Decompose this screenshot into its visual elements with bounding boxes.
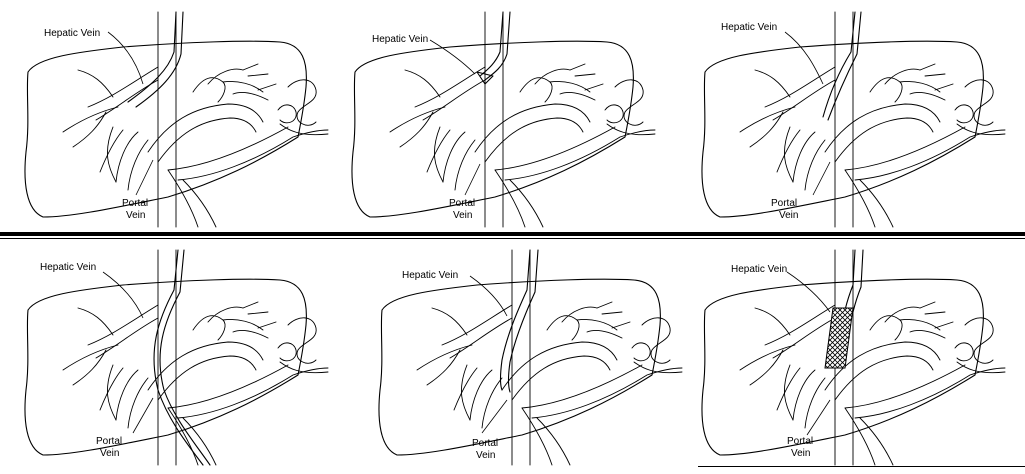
hepatic-leader — [107, 31, 144, 85]
vein-label: Vein — [126, 210, 145, 221]
vein-label: Vein — [453, 210, 472, 221]
needle-tip — [476, 71, 494, 85]
catheter — [127, 11, 177, 103]
dilation-catheter — [499, 249, 531, 391]
vein-label: Vein — [779, 210, 798, 221]
panel-5: Hepatic Vein Portal Vein — [378, 249, 683, 466]
stent — [824, 307, 854, 369]
row-divider-thin — [0, 238, 1025, 239]
hepatic-leader — [786, 271, 831, 313]
hepatic-leader — [102, 271, 144, 319]
row-divider — [0, 232, 1025, 236]
portal-label: Portal — [449, 198, 475, 209]
hepatic-leader — [469, 275, 508, 317]
catheter — [479, 11, 504, 77]
hepatic-vein-label: Hepatic Vein — [721, 22, 777, 33]
panel-6: Hepatic Vein Portal Vein — [701, 249, 1006, 466]
catheter — [822, 11, 856, 118]
portal-leader — [135, 159, 154, 196]
vein-label: Vein — [791, 448, 810, 459]
hepatic-vein-label: Hepatic Vein — [731, 264, 787, 275]
hepatic-vein-label: Hepatic Vein — [44, 28, 100, 39]
hepatic-vein-label: Hepatic Vein — [402, 270, 458, 281]
vein-label: Vein — [476, 450, 495, 461]
hepatic-leader — [784, 31, 824, 85]
portal-label: Portal — [472, 438, 498, 449]
catheter — [844, 249, 856, 311]
hepatic-leader — [429, 39, 476, 75]
portal-label: Portal — [96, 436, 122, 447]
guidewire — [153, 249, 204, 466]
portal-leader — [812, 161, 831, 196]
portal-label: Portal — [771, 198, 797, 209]
panel-1: Hepatic Vein Portal Vein — [24, 11, 329, 228]
portal-label: Portal — [122, 198, 148, 209]
portal-leader — [132, 397, 154, 434]
hepatic-vein-label: Hepatic Vein — [372, 34, 428, 45]
bottom-rule — [698, 466, 1025, 467]
portal-leader — [806, 399, 831, 436]
portal-leader — [464, 163, 481, 196]
portal-label: Portal — [787, 436, 813, 447]
portal-leader — [481, 399, 508, 434]
vein-label: Vein — [100, 448, 119, 459]
panel-2: Hepatic Vein Portal Vein — [351, 11, 656, 228]
panel-4: Hepatic Vein Portal Vein — [24, 249, 329, 466]
panel-3: Hepatic Vein Portal Vein — [701, 11, 1006, 228]
hepatic-vein-label: Hepatic Vein — [40, 262, 96, 273]
